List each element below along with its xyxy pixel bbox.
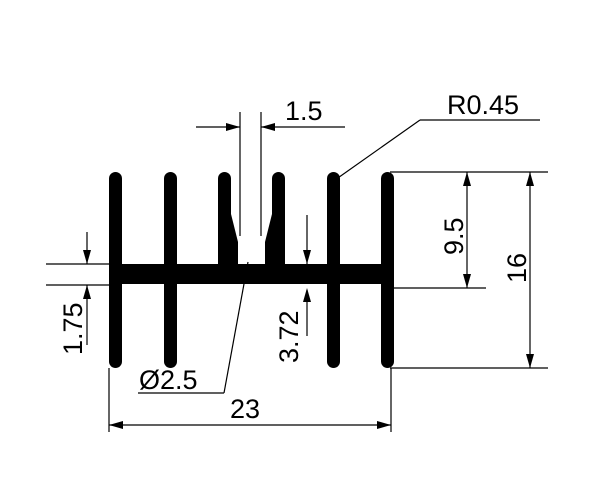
mounting-hole	[241, 241, 261, 261]
dim-fillet-radius: R0.45	[334, 90, 540, 181]
slot-funnel	[231, 214, 238, 264]
lower-fin-height-label: 3.72	[274, 310, 304, 363]
hole-diameter-label: Ø2.5	[139, 365, 198, 395]
dim-height-total: 16	[502, 172, 534, 368]
right-extension-lines	[390, 171, 548, 369]
base-thickness-label: 1.75	[58, 302, 88, 355]
fin-1	[109, 172, 122, 368]
dim-hole-diameter: Ø2.5	[138, 261, 249, 395]
height-upper-label: 9.5	[439, 217, 469, 255]
dim-slot-width: 1.5	[196, 96, 345, 236]
dim-total-width: 23	[108, 368, 392, 432]
fin-6	[381, 172, 394, 368]
fin-3-upper	[218, 172, 231, 274]
total-width-label: 23	[230, 394, 260, 424]
fillet-radius-label: R0.45	[447, 90, 519, 120]
slot-width-label: 1.5	[285, 96, 323, 126]
dim-base-thickness: 1.75	[46, 232, 109, 355]
heatsink-body	[109, 172, 394, 368]
fin-4-upper	[272, 172, 285, 274]
dim-height-upper: 9.5	[439, 172, 471, 288]
height-total-label: 16	[502, 253, 532, 283]
base-bar	[109, 264, 391, 284]
fin-5	[327, 172, 340, 368]
slot-funnel-right	[265, 214, 272, 264]
fin-2	[164, 172, 177, 368]
dim-lower-fin-height: 3.72	[274, 215, 311, 363]
